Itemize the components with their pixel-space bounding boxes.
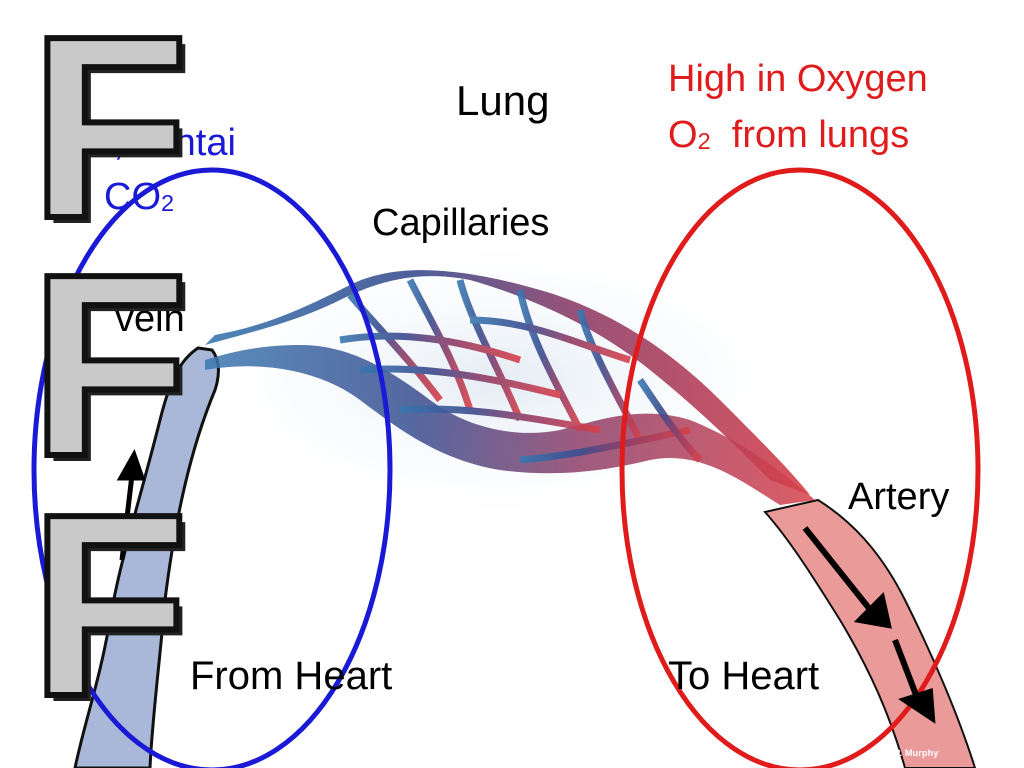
oxygen-from-lungs-label: O2 from lungs — [668, 114, 910, 156]
lung-label: Lung — [456, 77, 550, 124]
vein-label: vein — [115, 298, 185, 340]
overlay-letter-f-1: F — [27, 0, 192, 273]
capillaries-label: Capillaries — [372, 202, 550, 244]
vein-flow-arrows — [116, 448, 146, 561]
artery-flow-arrows — [802, 526, 936, 724]
vein-vessel — [73, 346, 220, 768]
to-heart-label: To Heart — [668, 654, 820, 698]
left-description-partial: gen, contai — [50, 122, 236, 164]
artery-region-oval — [619, 167, 981, 768]
overlay-letter-f-2: F — [27, 221, 192, 511]
from-heart-label: From Heart — [190, 654, 393, 698]
high-oxygen-title: High in Oxygen — [668, 58, 928, 100]
artery-vessel — [763, 498, 977, 768]
vein-region-oval — [31, 167, 393, 768]
capillary-bed — [205, 270, 810, 495]
image-credit: n P. Murphy — [886, 748, 939, 758]
artery-label: Artery — [848, 476, 950, 518]
co2-label: CO2 — [104, 176, 175, 218]
overlay-letter-f-3: F — [27, 461, 192, 751]
